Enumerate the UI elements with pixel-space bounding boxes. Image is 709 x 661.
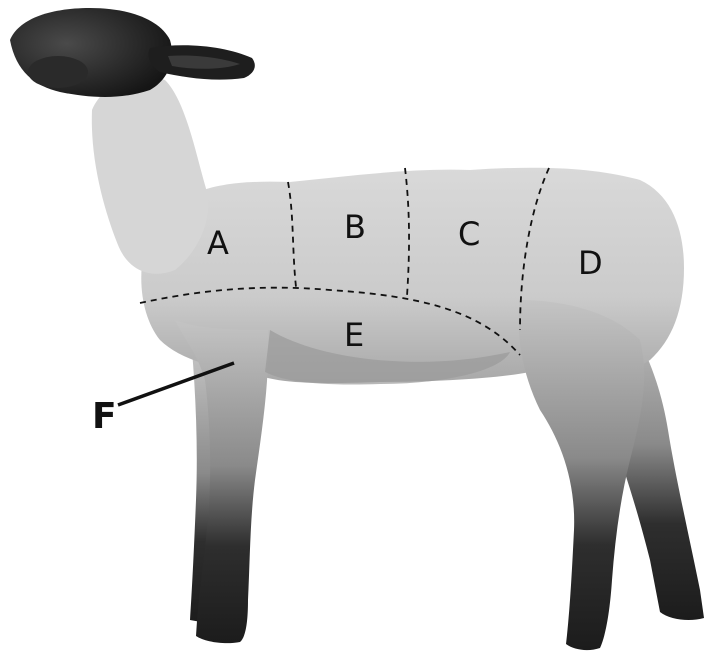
cut-label-a: A bbox=[207, 224, 229, 262]
hind-leg-near bbox=[519, 300, 644, 650]
cut-label-e: E bbox=[344, 316, 364, 354]
cut-label-b: B bbox=[344, 208, 366, 246]
lamb-head bbox=[10, 8, 172, 97]
lamb-neck bbox=[92, 76, 208, 274]
cut-label-f: F bbox=[92, 396, 117, 437]
lamb-muzzle bbox=[28, 56, 88, 88]
cut-label-d: D bbox=[578, 244, 603, 282]
cut-label-c: C bbox=[458, 215, 480, 253]
